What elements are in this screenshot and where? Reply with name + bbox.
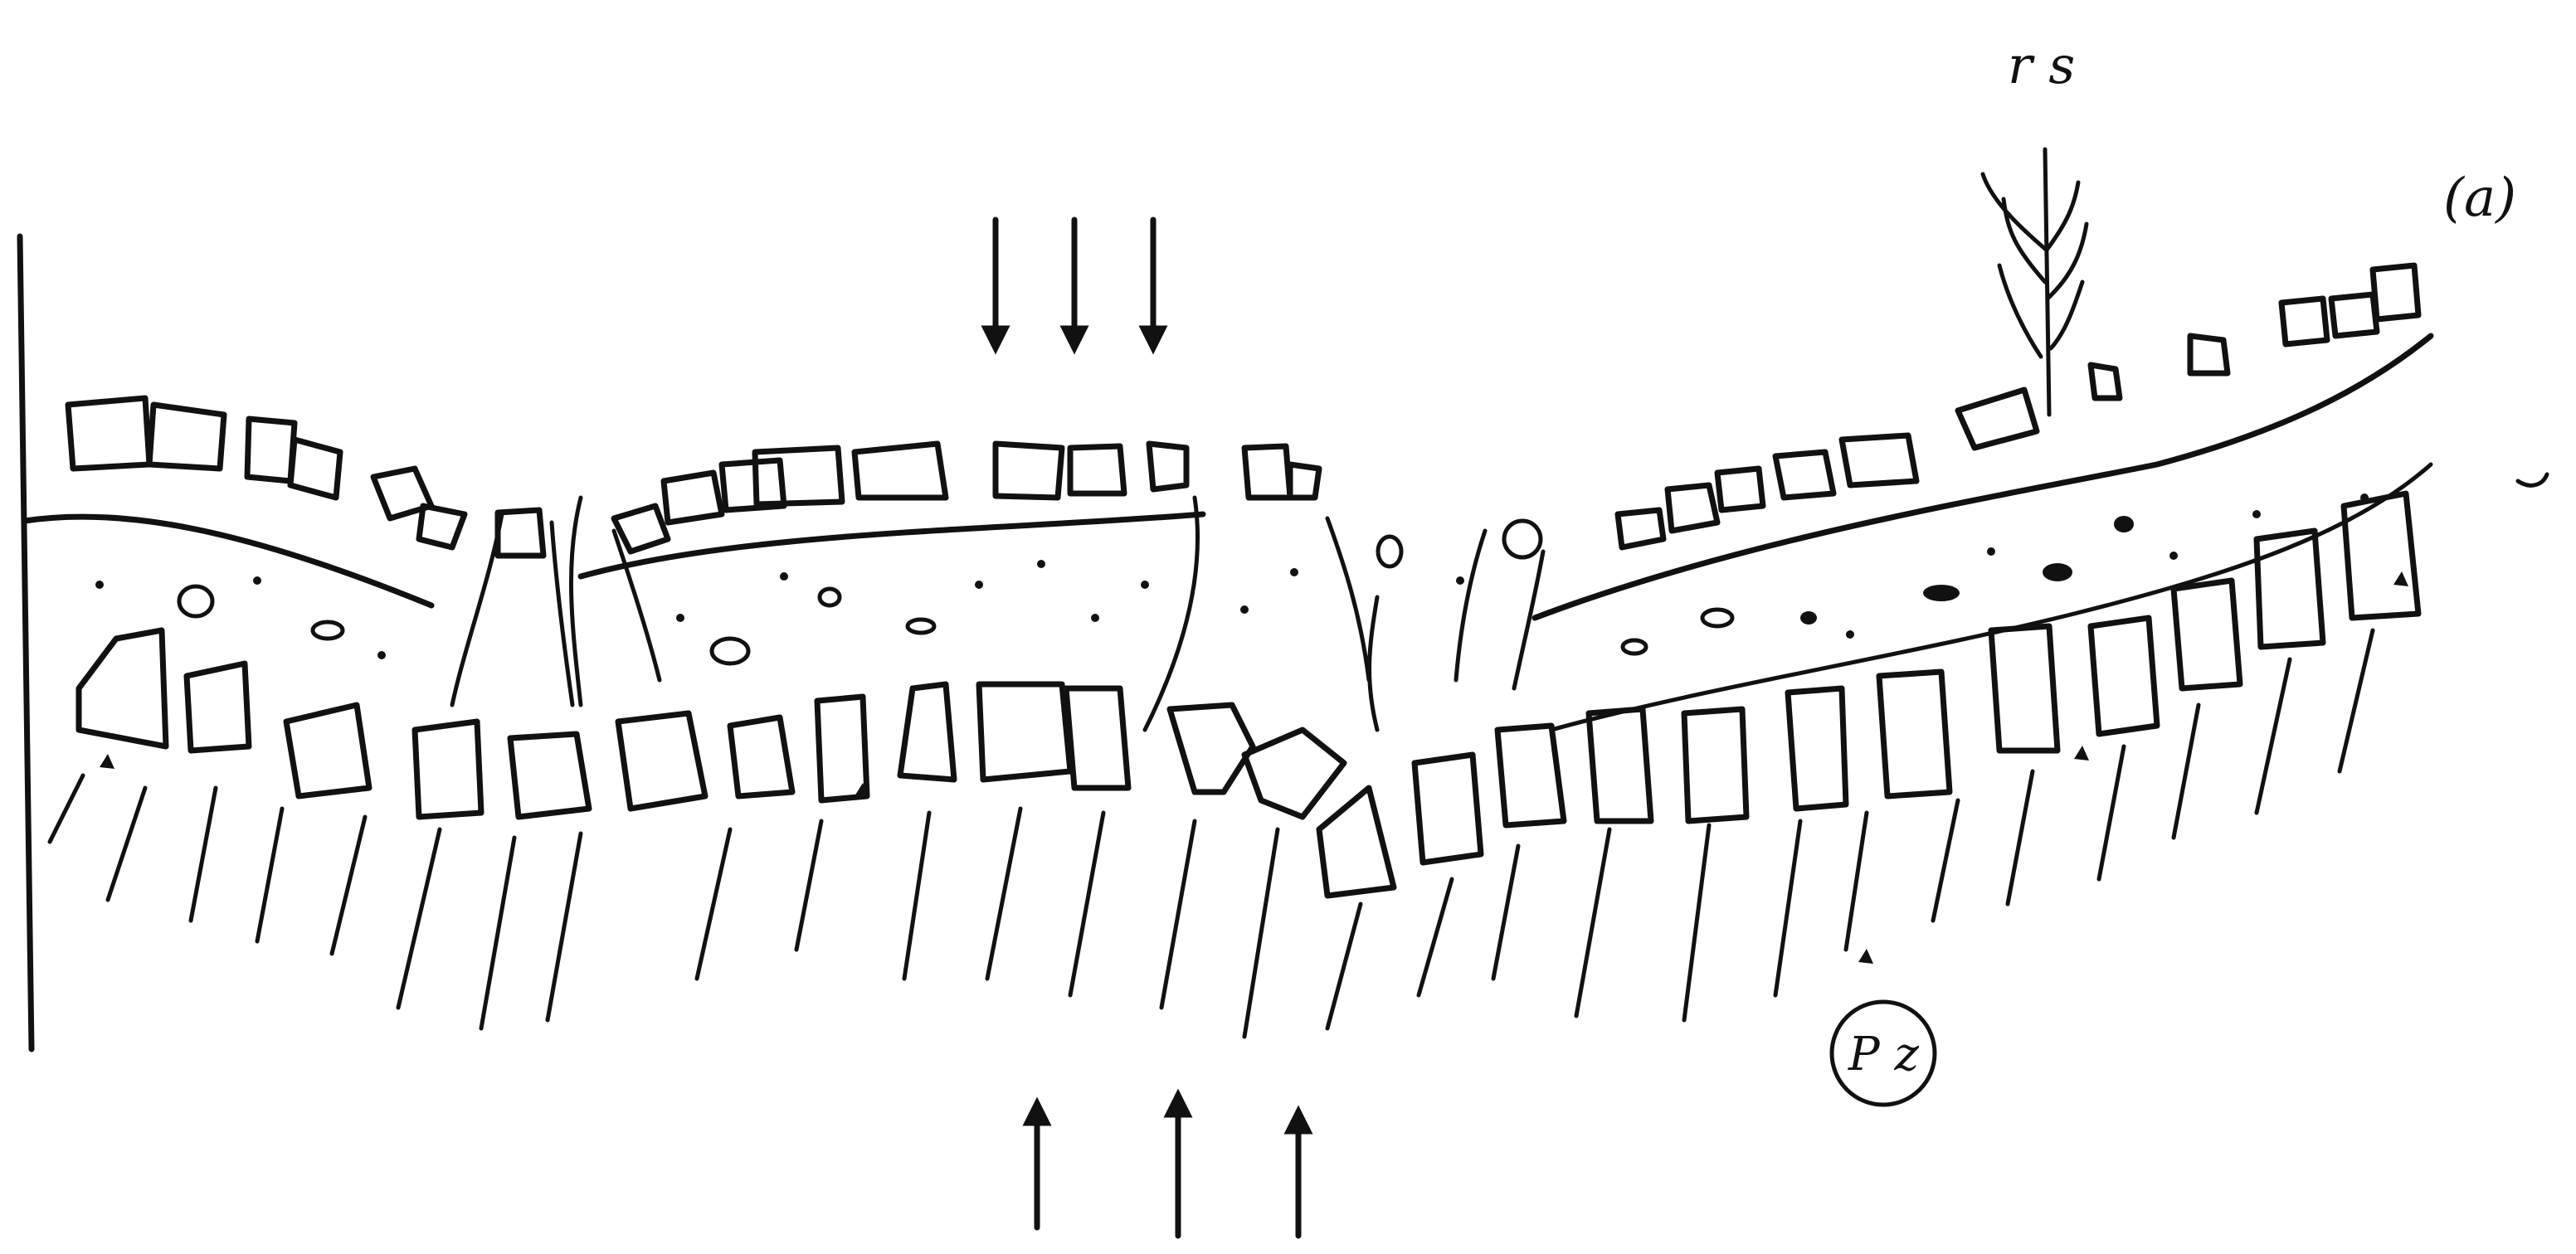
soil-lower-line [1551,464,2431,730]
upper-stone-row [68,265,2418,556]
left-boundary-line [20,236,32,1049]
arrow-up-icon [1037,1103,1298,1236]
bedrock-block-row [79,493,2418,896]
soil-pebbles [95,493,2369,663]
plant-sketch [1983,149,2087,415]
label-circled: P z [1848,1028,1919,1081]
soil-cracks [452,498,1543,730]
hatching-arrowheads [100,571,2408,964]
label-top-right: r s [2008,35,2075,95]
label-right-edge: (a) [2443,168,2516,229]
bedrock-hatching [50,630,2373,1037]
stray-mark [2518,474,2547,485]
arrow-down-icon [996,220,1153,340]
